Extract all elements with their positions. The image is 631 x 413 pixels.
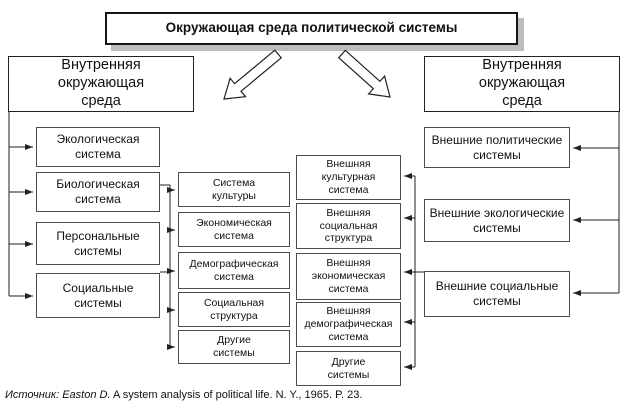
box-label: Внешние экологические системы bbox=[429, 205, 565, 235]
box-personal-systems: Персональные системы bbox=[36, 222, 160, 265]
box-external-demographic-system: Внешняя демографическая система bbox=[296, 302, 401, 347]
right-environment-header: Внутренняя окружающая среда bbox=[424, 56, 620, 112]
box-external-social-systems: Внешние социальные системы bbox=[424, 271, 570, 317]
box-label: Другие системы bbox=[327, 355, 370, 381]
source-caption-italic: Источник: Easton D. bbox=[5, 389, 111, 401]
box-label: Внешние политические системы bbox=[431, 132, 563, 162]
box-label: Внешняя социальная структура bbox=[319, 206, 378, 245]
box-label: Социальные системы bbox=[62, 280, 134, 310]
diagram-title: Окружающая среда политической системы bbox=[105, 12, 518, 45]
box-label: Демографическая система bbox=[189, 257, 279, 283]
box-social-systems: Социальные системы bbox=[36, 273, 160, 318]
box-biological-system: Биологическая система bbox=[36, 172, 160, 212]
left-environment-header-text: Внутренняя окружающая среда bbox=[57, 57, 145, 109]
box-culture-system: Система культуры bbox=[178, 172, 290, 207]
box-label: Внешняя демографическая система bbox=[304, 305, 393, 343]
diagram-title-text: Окружающая среда политической системы bbox=[165, 20, 458, 36]
box-label: Другие системы bbox=[213, 334, 255, 359]
box-label: Экономическая система bbox=[196, 216, 272, 242]
box-label: Персональные системы bbox=[56, 228, 140, 258]
right-environment-header-text: Внутренняя окружающая среда bbox=[478, 57, 566, 109]
box-demographic-system: Демографическая система bbox=[178, 252, 290, 289]
box-label: Экологическая система bbox=[56, 132, 140, 161]
box-external-cultural-system: Внешняя культурная система bbox=[296, 155, 401, 200]
box-label: Система культуры bbox=[212, 176, 256, 202]
box-external-political-systems: Внешние политические системы bbox=[424, 127, 570, 168]
box-label: Социальная структура bbox=[203, 296, 265, 322]
box-label: Внешняя экономическая система bbox=[311, 257, 386, 295]
down-left-arrow-icon bbox=[223, 49, 283, 100]
source-caption: Источник: Easton D. A system analysis of… bbox=[5, 389, 362, 401]
box-economic-system: Экономическая система bbox=[178, 212, 290, 247]
box-ecological-system: Экологическая система bbox=[36, 127, 160, 167]
down-right-arrow-icon bbox=[337, 49, 391, 98]
box-other-systems-inner: Другие системы bbox=[178, 330, 290, 364]
box-external-social-structure: Внешняя социальная структура bbox=[296, 203, 401, 249]
source-caption-text: A system analysis of political life. N. … bbox=[110, 389, 363, 401]
box-other-systems-external: Другие системы bbox=[296, 351, 401, 386]
box-external-ecological-systems: Внешние экологические системы bbox=[424, 199, 570, 242]
box-label: Внешние социальные системы bbox=[435, 279, 559, 308]
box-label: Биологическая система bbox=[56, 177, 140, 206]
box-external-economic-system: Внешняя экономическая система bbox=[296, 253, 401, 300]
box-social-structure: Социальная структура bbox=[178, 292, 290, 327]
left-environment-header: Внутренняя окружающая среда bbox=[8, 56, 194, 112]
box-label: Внешняя культурная система bbox=[321, 158, 376, 196]
